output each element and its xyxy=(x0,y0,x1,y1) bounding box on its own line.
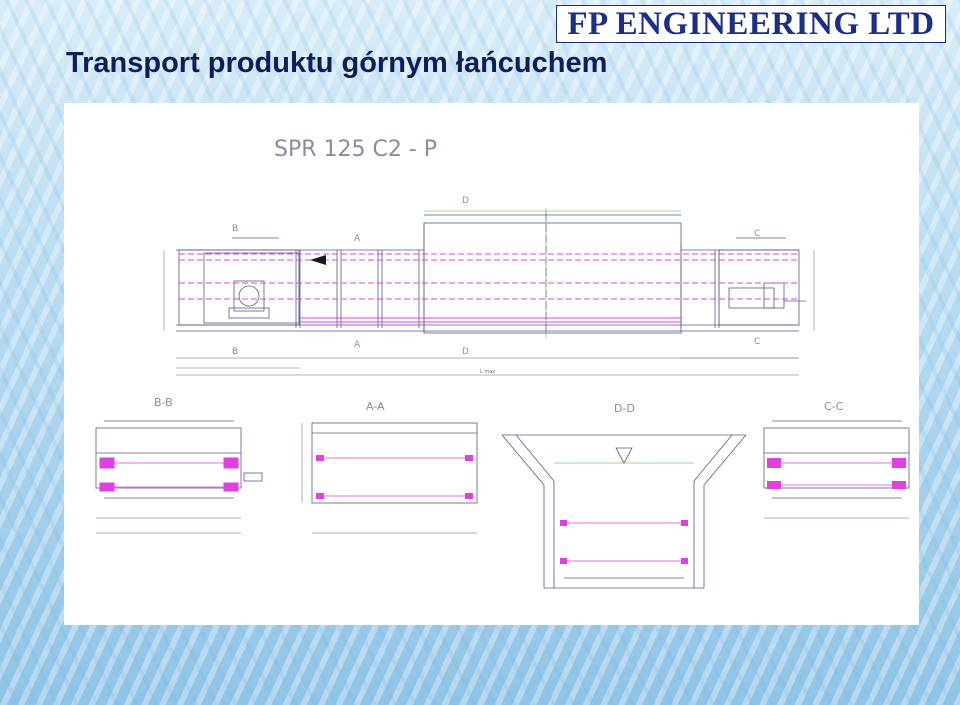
section-title-d-d: D-D xyxy=(614,402,635,415)
section-marker-b-bottom: B xyxy=(232,347,238,357)
section-marker-d-top: D xyxy=(462,196,469,206)
section-marker-d-bottom: D xyxy=(462,347,469,357)
section-marker-c-top: C xyxy=(754,229,760,239)
centre-lines xyxy=(424,208,681,338)
drawing-canvas: SPR 125 C2 - P xyxy=(95,137,910,589)
engineering-drawing: SPR 125 C2 - P xyxy=(64,103,919,625)
section-title-b-b: B-B xyxy=(154,396,173,409)
section-d-d-chains xyxy=(560,520,688,564)
section-c-c-chain-lines xyxy=(781,462,892,486)
section-view-c-c xyxy=(763,420,910,519)
section-b-b-chains xyxy=(99,457,239,492)
chain-lines xyxy=(179,253,799,323)
section-a-a-chains xyxy=(316,455,473,499)
slide-title: Transport produktu górnym łańcuchem xyxy=(66,47,608,79)
section-view-a-a xyxy=(301,422,478,534)
section-titles: B-B A-A D-D C-C xyxy=(154,396,844,415)
model-label: SPR 125 C2 - P xyxy=(274,137,437,162)
dimension-lines xyxy=(163,250,815,376)
flow-direction-arrow xyxy=(310,255,326,265)
logo-text: FP ENGINEERING LTD xyxy=(567,5,935,42)
section-title-a-a: A-A xyxy=(366,400,385,413)
section-view-b-b xyxy=(95,420,263,534)
length-dimension: L max xyxy=(480,369,495,375)
section-marker-b-top: B xyxy=(232,224,238,234)
section-view-d-d xyxy=(501,434,747,589)
section-markers: B A D C B A D C xyxy=(232,196,760,357)
section-title-c-c: C-C xyxy=(824,400,844,413)
section-marker-a-top: A xyxy=(354,234,361,244)
side-elevation xyxy=(176,213,806,334)
section-marker-c-bottom: C xyxy=(754,337,760,347)
company-logo: FP ENGINEERING LTD xyxy=(556,5,946,43)
section-marker-a-bottom: A xyxy=(354,340,361,350)
section-c-c-chains xyxy=(767,458,906,489)
